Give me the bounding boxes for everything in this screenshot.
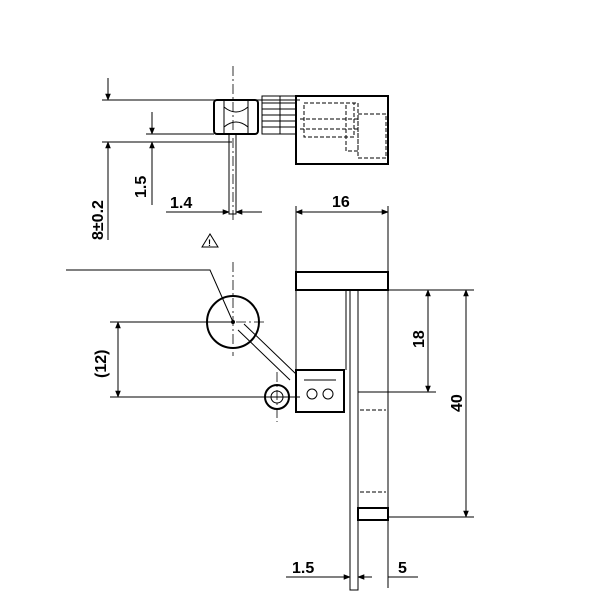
dim-12: (12) bbox=[93, 321, 300, 398]
top-view-housing bbox=[295, 95, 389, 165]
dim-16: 16 bbox=[295, 194, 389, 272]
main-view-body bbox=[295, 271, 389, 591]
dim-5-label: 5 bbox=[398, 560, 407, 577]
warning-triangle-icon: ! bbox=[201, 233, 219, 248]
dim-40-label: 40 bbox=[449, 394, 466, 412]
top-view-lever bbox=[228, 66, 237, 222]
dim-18-label: 18 bbox=[411, 330, 428, 348]
dim-12-label: (12) bbox=[93, 350, 110, 378]
main-view-lever bbox=[200, 262, 297, 422]
dim-1-5-top: 1.5 bbox=[133, 112, 214, 205]
top-view-roller bbox=[213, 99, 259, 135]
dim-8-tolerance-label: 8±0.2 bbox=[90, 200, 107, 240]
main-view-mount-tab bbox=[295, 369, 345, 413]
dim-18: 18 bbox=[358, 289, 474, 393]
dim-16-label: 16 bbox=[332, 194, 350, 211]
dim-1-5-top-label: 1.5 bbox=[133, 176, 150, 198]
dim-5: 5 bbox=[358, 560, 418, 578]
dim-1-4: 1.4 bbox=[166, 195, 262, 215]
dim-40: 40 bbox=[388, 289, 474, 518]
top-view: 8±0.2 1.5 1.4 bbox=[90, 66, 389, 240]
main-view: (12) 16 18 40 bbox=[66, 194, 474, 591]
warning-triangle-glyph: ! bbox=[208, 238, 211, 248]
dim-1-4-label: 1.4 bbox=[170, 195, 192, 212]
leader-line bbox=[66, 269, 234, 323]
dim-1-5-bottom: 1.5 bbox=[286, 560, 372, 580]
dim-8-tolerance: 8±0.2 bbox=[90, 78, 300, 240]
dim-1-5-bottom-label: 1.5 bbox=[292, 560, 314, 577]
top-view-plunger bbox=[261, 95, 297, 135]
